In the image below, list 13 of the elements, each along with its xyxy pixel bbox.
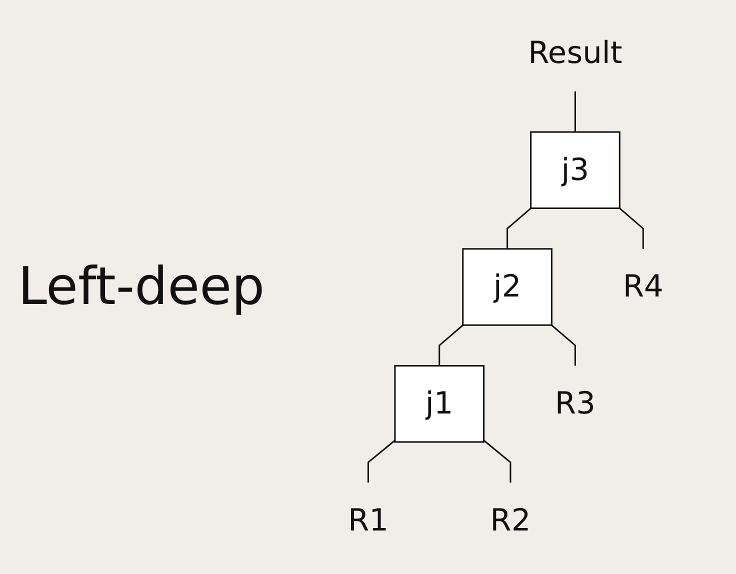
node-text: R4 bbox=[622, 269, 664, 305]
node-text: R1 bbox=[348, 502, 388, 539]
connector bbox=[438, 324, 464, 366]
node-text: R3 bbox=[554, 386, 596, 422]
connector bbox=[367, 440, 396, 483]
connector bbox=[482, 440, 511, 483]
node-text: Result bbox=[528, 35, 622, 72]
node-text: R2 bbox=[490, 502, 530, 539]
title: Left-deep bbox=[18, 257, 265, 317]
connector bbox=[618, 208, 644, 249]
connector bbox=[574, 91, 576, 132]
connector bbox=[550, 324, 576, 366]
connector bbox=[506, 208, 532, 249]
